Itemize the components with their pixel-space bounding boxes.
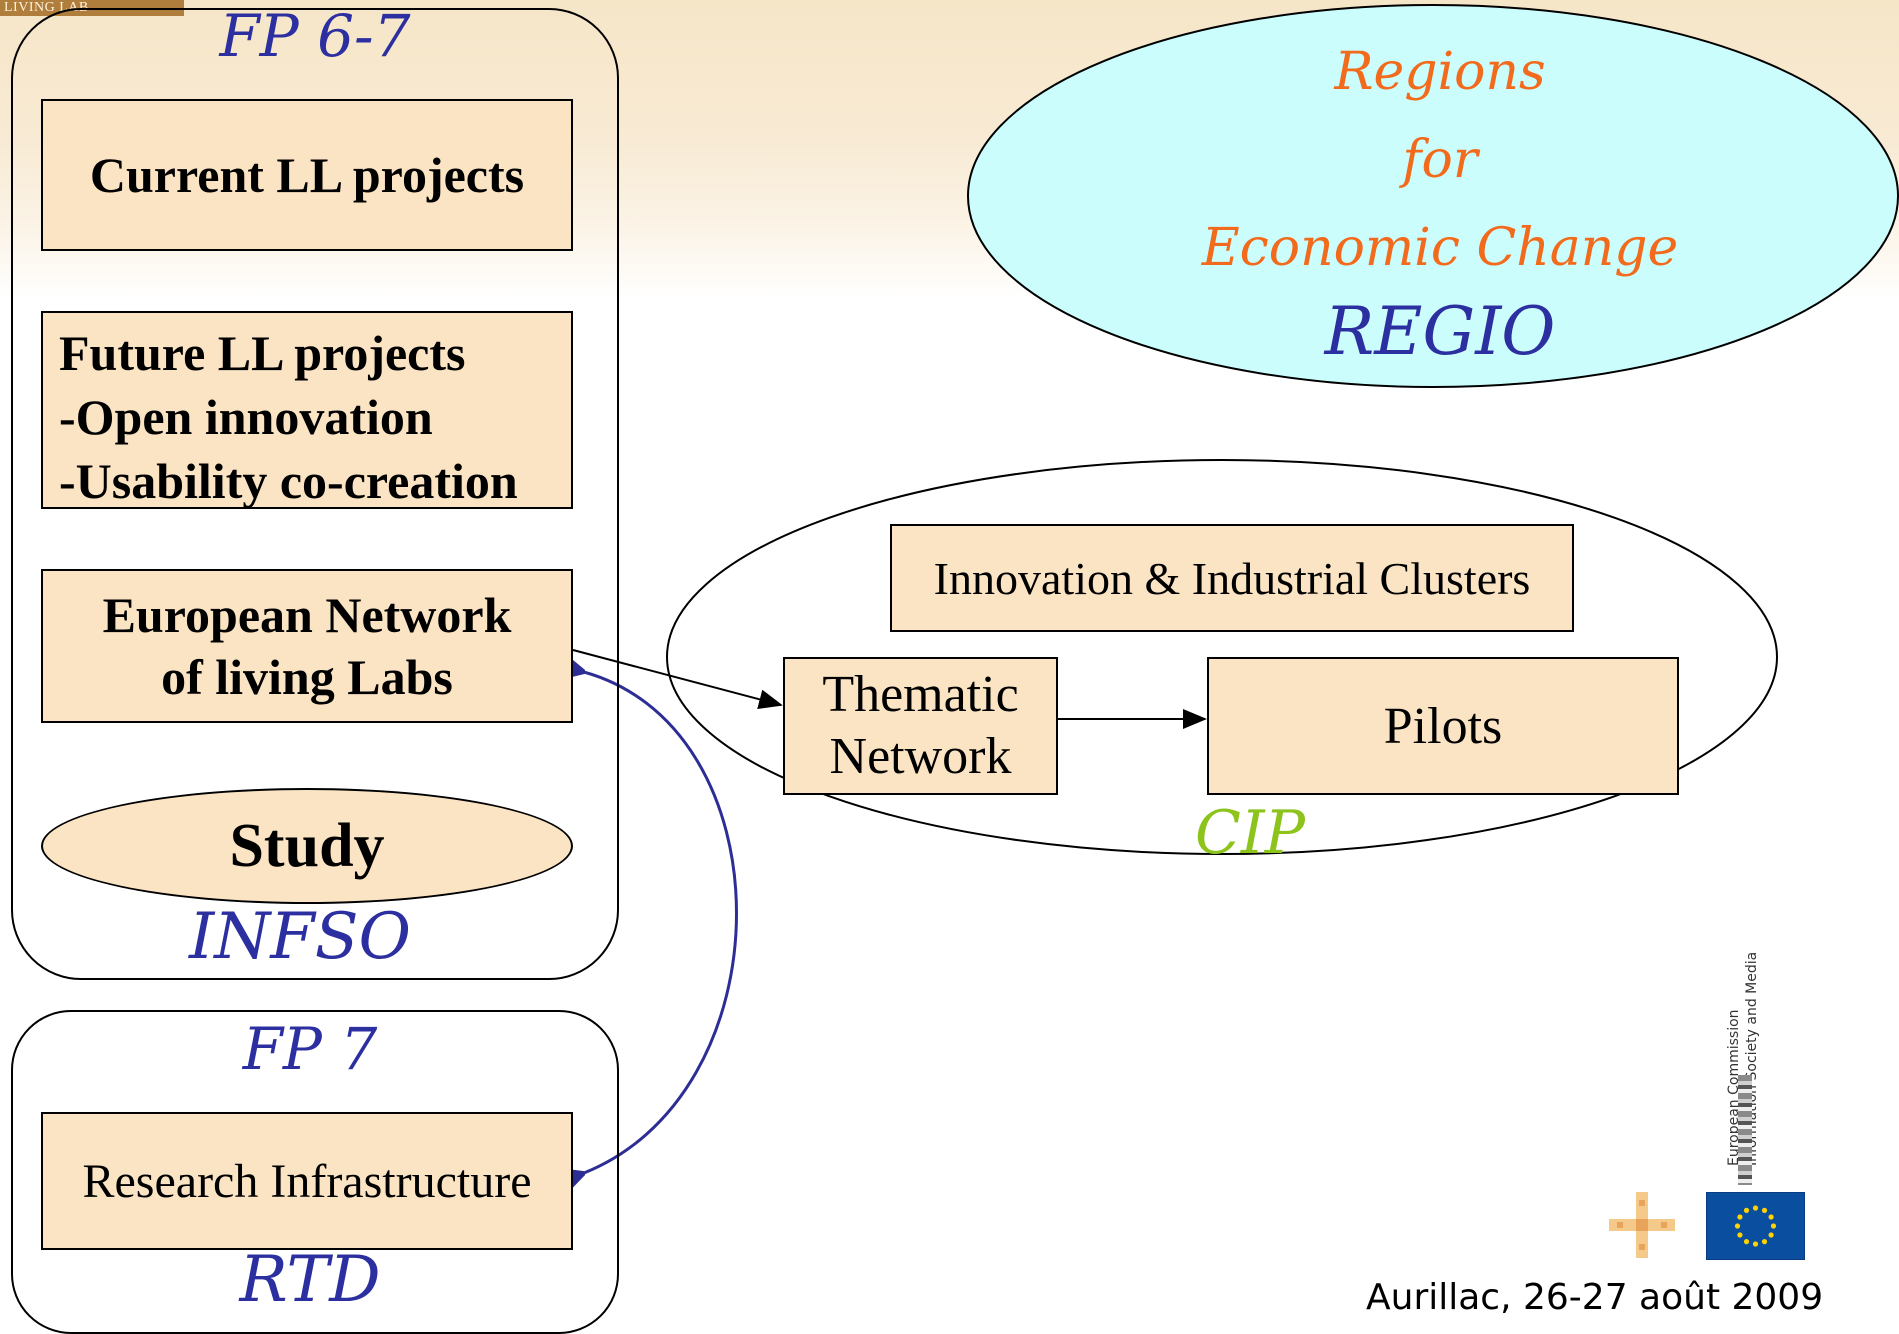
thematic-line: Thematic — [822, 666, 1019, 723]
enll-to-thematic-arrow — [572, 649, 783, 710]
study-ellipse: Study — [41, 788, 573, 904]
infso-group-box — [11, 8, 619, 980]
eu-stars-ring — [1734, 1205, 1777, 1247]
regio-ellipse — [967, 4, 1899, 388]
pilots-box: Pilots — [1207, 657, 1679, 795]
future-ll-projects-box: Future LL projects -Open innovation -Usa… — [41, 311, 573, 509]
regio-label: REGIO — [1324, 293, 1556, 370]
regio-title-line-3: Economic Change — [1201, 218, 1679, 278]
cip-ellipse — [666, 459, 1778, 855]
cross-logo-icon — [1609, 1192, 1675, 1258]
rtd-label: RTD — [239, 1243, 381, 1317]
enll-research-double-arrow — [576, 670, 738, 1176]
open-innovation-line: -Open innovation — [59, 389, 433, 445]
innovation-clusters-box: Innovation & Industrial Clusters — [890, 524, 1574, 632]
regio-title-line-1: Regions — [1334, 42, 1546, 102]
current-ll-projects-text: Current LL projects — [89, 147, 525, 203]
eu-flag-icon — [1706, 1192, 1805, 1260]
infso-label: INFSO — [189, 900, 411, 974]
pilots-text: Pilots — [1383, 697, 1503, 755]
future-ll-projects-line: Future LL projects — [59, 325, 466, 381]
research-infrastructure-box: Research Infrastructure — [41, 1112, 573, 1250]
regio-text-block: Regions for Economic Change REGIO — [1160, 28, 1720, 372]
innovation-clusters-text: Innovation & Industrial Clusters — [933, 552, 1531, 604]
enll-line-1: European Network — [102, 587, 512, 643]
cip-label: CIP — [1195, 798, 1305, 868]
research-infrastructure-text: Research Infrastructure — [82, 1154, 532, 1208]
enll-line-2: of living Labs — [161, 649, 453, 705]
fp6-7-label: FP 6-7 — [219, 2, 411, 70]
regio-title-line-2: for — [1402, 130, 1478, 190]
thematic-network-box: Thematic Network — [783, 657, 1058, 795]
enll-box: European Network of living Labs — [41, 569, 573, 723]
usability-co-creation-line: -Usability co-creation — [59, 453, 518, 509]
fp7-label: FP 7 — [242, 1015, 378, 1083]
study-text: Study — [229, 811, 385, 880]
ec-logo-pattern — [1738, 1075, 1752, 1185]
current-ll-projects-box: Current LL projects — [41, 99, 573, 251]
network-line: Network — [829, 728, 1012, 785]
footer-location-date: Aurillac, 26-27 août 2009 — [1366, 1277, 1824, 1318]
